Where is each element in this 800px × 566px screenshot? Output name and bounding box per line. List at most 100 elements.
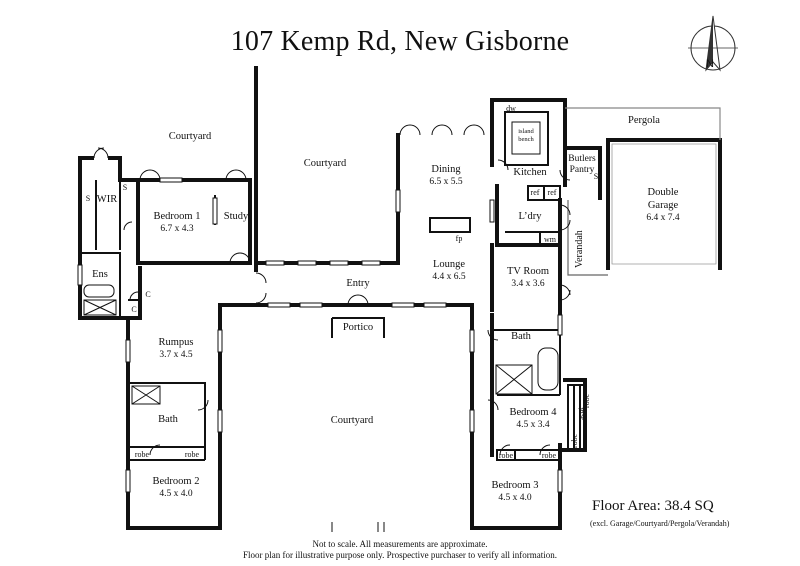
door-swing [559, 284, 571, 301]
door-swing [487, 329, 499, 341]
label-robe-1: robe [134, 450, 150, 459]
bath-shower-right [495, 364, 533, 395]
wall-wir-ens [80, 252, 121, 318]
floor-area: Floor Area: 38.4 SQ [592, 498, 714, 514]
wall-garage-inner [611, 143, 717, 265]
label-courtyard-mid: Courtyard [303, 158, 347, 169]
double-garage-name: Double Garage [647, 187, 679, 211]
door-swing [497, 159, 509, 171]
label-c1: C [145, 290, 151, 299]
tv-room-dim: 3.4 x 3.6 [511, 279, 545, 289]
window [267, 302, 291, 308]
study-desk [212, 197, 218, 225]
island-bench [511, 121, 541, 155]
wall-ref [527, 185, 561, 201]
label-bedroom1: Bedroom 1 6.7 x 4.3 [154, 210, 201, 236]
label-fp: fp [455, 234, 463, 243]
page-title: 107 Kemp Rd, New Gisborne [230, 26, 570, 57]
door-swing [197, 399, 209, 411]
door-swing [539, 444, 551, 456]
wall-robe-right [496, 449, 561, 461]
tv-room-name: TV Room [506, 266, 550, 277]
label-dw: dw [506, 104, 516, 113]
wall-bath-left [128, 382, 206, 461]
door-swing [559, 204, 571, 231]
wall-verandah [567, 200, 608, 276]
label-ref-2: ref [547, 188, 557, 197]
label-robe-2: robe [184, 450, 200, 459]
window [361, 260, 381, 266]
label-robe-4: robe [541, 451, 557, 460]
wall-kitchen-interior [504, 111, 549, 166]
label-verandah: Verandah [574, 230, 585, 268]
dining-name: Dining [431, 164, 461, 175]
window [125, 339, 131, 363]
door-swing [431, 124, 453, 136]
window [557, 314, 563, 336]
door-swing [123, 221, 133, 231]
wall-courtyard-block [254, 66, 400, 265]
label-pergola: Pergola [628, 115, 660, 126]
label-robe-3: robe [498, 451, 514, 460]
window [329, 260, 349, 266]
label-bedroom4: Bedroom 4 4.5 x 3.4 [510, 406, 557, 432]
window [557, 469, 563, 493]
wall-pergola [565, 107, 721, 140]
floor-area-note: (excl. Garage/Courtyard/Pergola/Verandah… [590, 519, 730, 528]
double-garage-dim: 6.4 x 7.4 [646, 213, 680, 223]
label-tv-room: TV Room 3.4 x 3.6 [507, 265, 549, 291]
label-kitchen: Kitchen [513, 167, 547, 178]
label-bath-right: Bath [511, 331, 531, 342]
label-wir: WIR [96, 194, 118, 205]
courtyard-opening [331, 522, 385, 532]
wall-bedroom1-wing [136, 178, 252, 265]
rumpus-name: Rumpus [158, 337, 194, 348]
lounge-name: Lounge [432, 259, 466, 270]
label-rumpus: Rumpus 3.7 x 4.5 [158, 336, 193, 362]
label-bedroom3: Bedroom 3 4.5 x 4.0 [492, 479, 539, 505]
window [423, 302, 447, 308]
label-ref-1: ref [530, 188, 540, 197]
label-study: Study [223, 211, 249, 222]
label-courtyard-center: Courtyard [330, 415, 374, 426]
label-entry: Entry [346, 278, 370, 289]
bathtub-right [537, 347, 559, 391]
wall-wm [539, 231, 561, 246]
bedroom4-dim: 4.5 x 3.4 [516, 420, 550, 430]
door-swing [255, 272, 267, 304]
ens-shower [83, 299, 117, 316]
wall-wir-wing [78, 156, 142, 320]
door-swing [149, 444, 161, 456]
label-lounge: Lounge 4.4 x 6.5 [432, 258, 465, 284]
door-swing [559, 169, 571, 181]
disclaimer-line1: Not to scale. All measurements are appro… [312, 539, 488, 549]
door-swing [499, 444, 511, 456]
door-swing [399, 124, 421, 136]
compass-letter: N [706, 58, 714, 70]
wall-rumpus-wing [126, 316, 222, 530]
label-robe-5: robe [570, 433, 579, 448]
label-s-right: S [122, 183, 128, 192]
window [77, 264, 83, 286]
window [125, 469, 131, 493]
bedroom3-name: Bedroom 3 [491, 480, 539, 491]
label-wm: wm [544, 235, 556, 244]
wall-portico [331, 317, 385, 338]
window [299, 302, 323, 308]
door-swing [463, 124, 485, 136]
label-s-pantry: S [593, 172, 599, 181]
bedroom1-name: Bedroom 1 [153, 211, 201, 222]
window [395, 189, 401, 213]
door-swing [129, 291, 139, 301]
rumpus-dim: 3.7 x 4.5 [159, 350, 193, 360]
bedroom2-name: Bedroom 2 [152, 476, 200, 487]
label-double-garage: Double Garage 6.4 x 7.4 [633, 186, 693, 225]
door-swing [225, 169, 247, 181]
label-island-bench: island bench [518, 128, 534, 143]
label-bath-left: Bath [158, 414, 178, 425]
window [469, 409, 475, 433]
label-c2: C [131, 305, 137, 314]
door-swing [229, 252, 251, 264]
window [469, 329, 475, 353]
